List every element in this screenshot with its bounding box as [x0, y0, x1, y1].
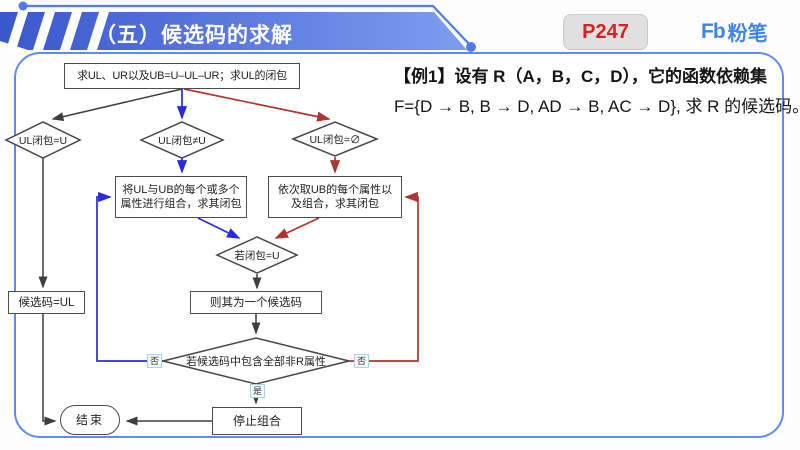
node-stop-label: 停止组合: [232, 414, 281, 428]
page-number-text: P247: [582, 20, 629, 43]
edge-label-no-left: 否: [147, 354, 163, 368]
fenbi-logo-text: 粉笔: [727, 23, 768, 45]
diamond-ul-closure-empty-label: UL闭包=∅: [309, 133, 361, 146]
node-ub-line2: 及组合，求其闭包: [291, 198, 379, 210]
node-end: 结束: [60, 405, 120, 435]
example-line1: 【例1】设有 R（A，B，C，D），它的函数依赖集: [394, 67, 768, 86]
diamond-closure-check-label: 若闭包=U: [234, 249, 280, 262]
fenbi-logo: Fb 粉笔: [701, 17, 768, 46]
node-end-label: 结束: [75, 413, 104, 427]
diamond-final-check-label: 若候选码中包含全部非R属性: [186, 356, 326, 368]
page-title: （五）候选码的求解: [95, 24, 293, 47]
node-ub: 依次取UB的每个属性以 及组合，求其闭包: [268, 176, 402, 218]
node-ul-key: 候选码=UL: [8, 291, 85, 314]
example-line2: F={D → B, B → D, AD → B, AC → D}, 求 R 的候…: [394, 97, 800, 116]
diamond-ul-closure-equal-label: UL闭包=U: [18, 134, 68, 147]
banner-stripes: [6, 12, 109, 50]
node-combine-line2: 属性进行组合，求其闭包: [120, 198, 242, 210]
edge-label-yes: 是: [250, 384, 266, 398]
node-start-label: 求UL、UR以及UB=U–UL–UR；求UL的闭包: [77, 70, 287, 82]
diamond-ul-closure-notequal-label: UL闭包≠U: [158, 134, 206, 147]
accent-dot-right: [466, 42, 476, 52]
page-number-badge: P247: [563, 14, 648, 50]
example-text: 【例1】设有 R（A，B，C，D），它的函数依赖集 F={D → B, B → …: [394, 62, 800, 122]
node-stop: 停止组合: [212, 407, 302, 435]
accent-dot-left: [18, 1, 28, 11]
node-ul-key-label: 候选码=UL: [18, 296, 75, 309]
node-combine-line1: 将UL与UB的每个或多个: [122, 184, 240, 196]
node-candidate: 则其为一个候选码: [190, 291, 322, 314]
node-combine: 将UL与UB的每个或多个 属性进行组合，求其闭包: [115, 176, 247, 218]
fenbi-logo-mark: Fb: [701, 19, 726, 43]
node-start: 求UL、UR以及UB=U–UL–UR；求UL的闭包: [64, 63, 300, 89]
edge-label-no-right: 否: [354, 354, 370, 368]
node-ub-line1: 依次取UB的每个属性以: [277, 184, 393, 196]
node-candidate-label: 则其为一个候选码: [210, 296, 302, 309]
